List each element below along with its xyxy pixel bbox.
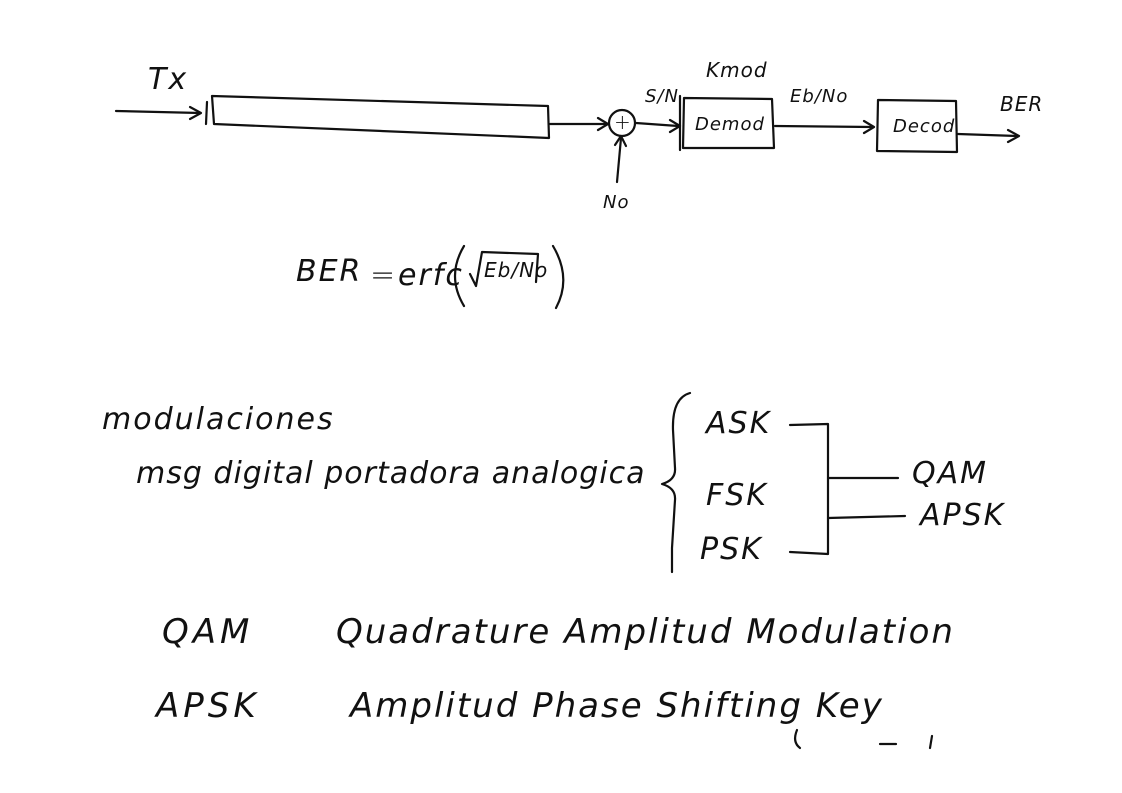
combined-qam: QAM [912, 456, 989, 491]
partial-scribble [793, 728, 802, 750]
demod-box [681, 96, 776, 150]
formula-equals: = [370, 258, 398, 293]
kmod-label: Kmod [706, 58, 768, 82]
tx-label: Tx [148, 62, 189, 97]
decod-box [875, 98, 959, 154]
s-over-n-label: S/N [645, 86, 679, 107]
tx-input-arrow [114, 109, 202, 115]
apsk-connector [826, 514, 907, 520]
formula-func: erfc [398, 258, 464, 293]
adder-symbol: + [614, 110, 631, 134]
partial-marks [878, 734, 934, 750]
adder-to-demod-arrow [634, 121, 680, 128]
definition-qam-abbr: QAM [162, 612, 254, 652]
modulations-subtitle: msg digital portadora analogica [136, 456, 646, 491]
decod-label: Decod [893, 116, 956, 137]
definition-qam-full: Quadrature Amplitud Modulation [336, 612, 955, 652]
ber-arrow-head [1006, 128, 1021, 144]
modulation-item-psk: PSK [700, 532, 763, 567]
formula-lhs: BER [296, 254, 363, 289]
demod-label: Demod [695, 114, 765, 135]
modulation-brace [660, 391, 692, 574]
tx-arrow-head [188, 105, 203, 121]
no-arrow-head [613, 134, 628, 148]
channel-block [210, 94, 551, 140]
modulation-item-fsk: FSK [706, 478, 768, 513]
ask-connector [788, 422, 830, 556]
erfc-close-paren [551, 244, 565, 310]
erfc-open-paren [454, 244, 466, 308]
definition-apsk-abbr: APSK [156, 686, 260, 726]
modulation-item-ask: ASK [706, 406, 772, 441]
eb-over-no-label: Eb/No [790, 86, 849, 107]
no-input-arrow [615, 136, 623, 184]
combined-apsk: APSK [920, 498, 1006, 533]
formula-sqrt-arg: Eb/No [484, 258, 549, 282]
ber-label: BER [1000, 92, 1044, 116]
no-label: No [603, 192, 630, 213]
tx-tick [204, 100, 209, 126]
demod-to-decod-arrow [773, 124, 874, 129]
sqrt-sign [468, 250, 540, 288]
decod-arrow-head [862, 119, 876, 135]
definition-apsk-full: Amplitud Phase Shifting Key [350, 686, 884, 726]
ber-output-arrow [956, 132, 1020, 138]
modulations-title: modulaciones [102, 402, 335, 437]
